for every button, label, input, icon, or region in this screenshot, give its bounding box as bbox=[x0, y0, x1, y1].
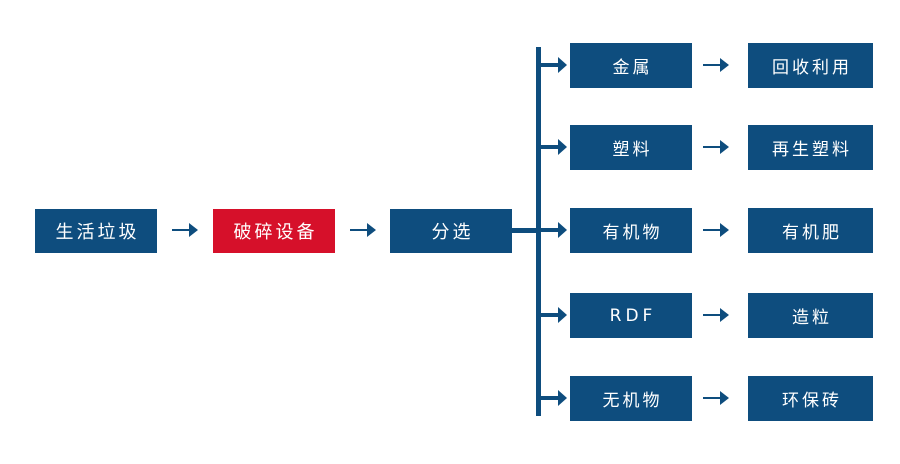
arrow-right-icon bbox=[170, 218, 200, 242]
node-branch-material[interactable]: 无机物 bbox=[570, 376, 692, 421]
node-crusher[interactable]: 破碎设备 bbox=[213, 209, 335, 253]
arrow-right-icon bbox=[541, 218, 571, 242]
connector-sorting-to-trunk bbox=[512, 228, 540, 233]
branch-trunk-line bbox=[536, 47, 541, 416]
arrow-right-icon bbox=[541, 303, 571, 327]
node-branch-material[interactable]: RDF bbox=[570, 293, 692, 338]
arrow-right-icon bbox=[541, 135, 571, 159]
node-branch-material[interactable]: 金属 bbox=[570, 43, 692, 88]
node-branch-product[interactable]: 回收利用 bbox=[748, 43, 873, 88]
node-branch-material[interactable]: 塑料 bbox=[570, 125, 692, 170]
arrow-right-icon bbox=[701, 53, 731, 77]
node-branch-product[interactable]: 有机肥 bbox=[748, 208, 873, 253]
arrow-right-icon bbox=[701, 386, 731, 410]
node-branch-product[interactable]: 再生塑料 bbox=[748, 125, 873, 170]
arrow-right-icon bbox=[701, 218, 731, 242]
arrow-right-icon bbox=[701, 303, 731, 327]
node-sorting[interactable]: 分选 bbox=[390, 209, 512, 253]
arrow-right-icon bbox=[701, 135, 731, 159]
arrow-right-icon bbox=[541, 386, 571, 410]
node-branch-product[interactable]: 环保砖 bbox=[748, 376, 873, 421]
node-branch-material[interactable]: 有机物 bbox=[570, 208, 692, 253]
node-branch-product[interactable]: 造粒 bbox=[748, 293, 873, 338]
arrow-right-icon bbox=[541, 53, 571, 77]
node-waste[interactable]: 生活垃圾 bbox=[35, 209, 157, 253]
arrow-right-icon bbox=[348, 218, 378, 242]
